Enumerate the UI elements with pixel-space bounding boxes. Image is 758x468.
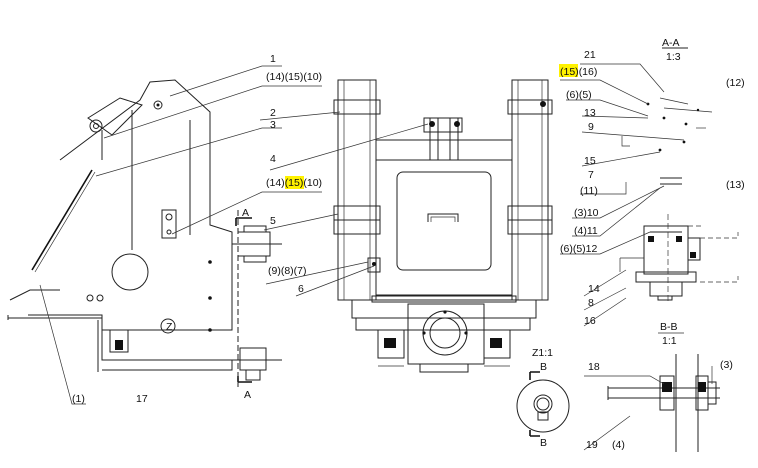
- label-9-8-7: (9)(8)(7): [268, 265, 307, 277]
- label-18: 18: [588, 361, 600, 373]
- label-11-paren: (11): [580, 185, 598, 197]
- label-4-paren: (4): [612, 439, 625, 451]
- label-6: 6: [298, 283, 304, 295]
- detail-z: [516, 371, 570, 437]
- callout-labels: 1 (14)(15)(10) 2 3 4 (14)(15)(10) 5 (9)(…: [72, 49, 745, 451]
- label-2: 2: [270, 107, 276, 119]
- label-15-16: (15)(16): [560, 66, 597, 78]
- bolt-detail: [607, 354, 720, 452]
- label-6-5-12: (6)(5)12: [560, 243, 598, 255]
- highlight-15-mid: [285, 176, 304, 189]
- label-1: 1: [270, 53, 276, 65]
- label-3: 3: [270, 119, 276, 131]
- label-9: 9: [588, 121, 594, 133]
- label-3-paren: (3): [720, 359, 733, 371]
- label-14: 14: [588, 283, 600, 295]
- highlight-15-top: [559, 64, 578, 77]
- label-14-15-10-top: (14)(15)(10): [266, 71, 322, 83]
- label-3-10: (3)10: [574, 207, 599, 219]
- side-view: [7, 79, 282, 390]
- cut-a-bottom: A: [244, 389, 251, 401]
- cut-a-top: A: [242, 207, 249, 219]
- label-6-5: (6)(5): [566, 89, 592, 101]
- view-b-b-title: B-B: [660, 321, 678, 333]
- label-19: 19: [586, 439, 598, 451]
- label-14-15-10-mid: (14)(15)(10): [266, 177, 322, 189]
- label-17: 17: [136, 393, 148, 405]
- detail-z-cut-bottom: B: [540, 437, 547, 449]
- label-16: 16: [584, 315, 596, 327]
- section-a-a-title: A-A: [662, 37, 680, 49]
- label-15: 15: [584, 155, 596, 167]
- label-13: 13: [584, 107, 596, 119]
- label-13-paren: (13): [726, 179, 745, 191]
- view-titles: A-A 1:3 B-B 1:1 Z1:1 B B A A Z: [166, 37, 684, 449]
- label-21: 21: [584, 49, 596, 61]
- label-5: 5: [270, 215, 276, 227]
- detail-marker-z: Z: [166, 321, 173, 333]
- label-7: 7: [588, 169, 594, 181]
- label-4: 4: [270, 153, 276, 165]
- section-a-a-scale: 1:3: [666, 51, 681, 63]
- label-12-paren: (12): [726, 77, 745, 89]
- detail-z-cut-top: B: [540, 361, 547, 373]
- label-1-paren: (1): [72, 393, 85, 405]
- section-a-a: [621, 47, 713, 152]
- leader-lines: [39, 63, 713, 451]
- label-8: 8: [588, 297, 594, 309]
- view-b-b-scale: 1:1: [662, 335, 677, 347]
- view-b-b: [619, 177, 739, 304]
- detail-z-title: Z1:1: [532, 347, 553, 359]
- label-4-11: (4)11: [574, 225, 598, 237]
- front-view: [333, 79, 553, 373]
